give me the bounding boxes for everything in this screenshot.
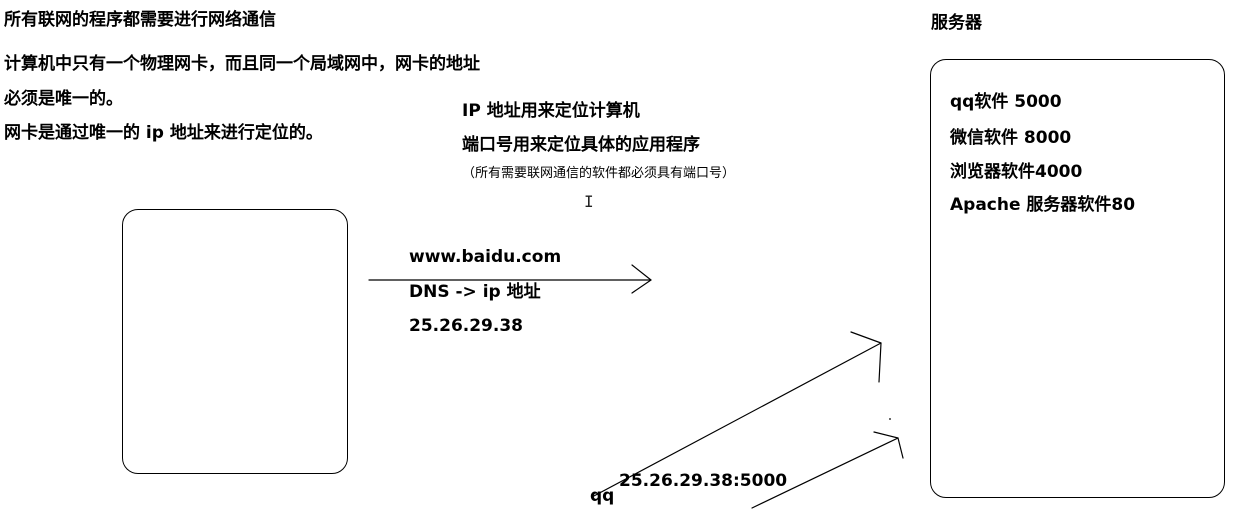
notes-line-2: 必须是唯一的。 [4, 89, 123, 109]
qq-arrow-upper-head [850, 331, 882, 383]
server-title: 服务器 [931, 13, 982, 33]
ip-concept: IP 地址用来定位计算机 [462, 101, 640, 121]
text-cursor-icon: I [584, 192, 594, 211]
client-computer-box [122, 209, 348, 474]
port-note: （所有需要联网通信的软件都必须具有端口号） [462, 166, 736, 181]
request-domain: www.baidu.com [409, 247, 562, 267]
client-app-address: 25.26.29.38:5000 [619, 471, 788, 491]
server-app-qq: qq软件 5000 [950, 92, 1062, 112]
request-arrowhead [631, 264, 652, 294]
request-dns: DNS -> ip 地址 [409, 282, 541, 302]
server-app-wechat: 微信软件 8000 [950, 128, 1072, 148]
server-app-apache: Apache 服务器软件80 [950, 195, 1136, 215]
server-box [930, 59, 1225, 498]
request-ip: 25.26.29.38 [409, 316, 524, 336]
qq-arrow-lower-head [873, 431, 904, 459]
notes-line-1: 计算机中只有一个物理网卡，而且同一个局域网中，网卡的地址 [4, 54, 480, 74]
port-concept: 端口号用来定位具体的应用程序 [462, 135, 700, 155]
server-app-browser: 浏览器软件4000 [950, 162, 1083, 182]
notes-heading: 所有联网的程序都需要进行网络通信 [4, 10, 276, 30]
client-app-name: qq [590, 486, 615, 506]
notes-line-3: 网卡是通过唯一的 ip 地址来进行定位的。 [4, 123, 323, 143]
pen-dot [889, 418, 891, 420]
